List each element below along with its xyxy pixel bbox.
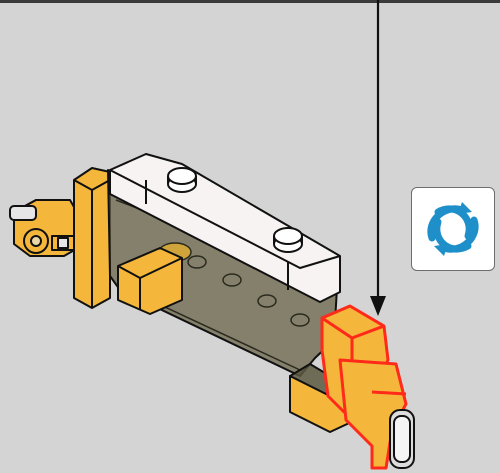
down-arrow-icon <box>370 0 386 316</box>
rotate-icon <box>422 198 484 260</box>
yellow-hinge-left <box>10 200 78 256</box>
yellow-upright-left <box>74 168 110 308</box>
rotate-view-button[interactable] <box>411 187 495 271</box>
wheel <box>390 410 414 468</box>
